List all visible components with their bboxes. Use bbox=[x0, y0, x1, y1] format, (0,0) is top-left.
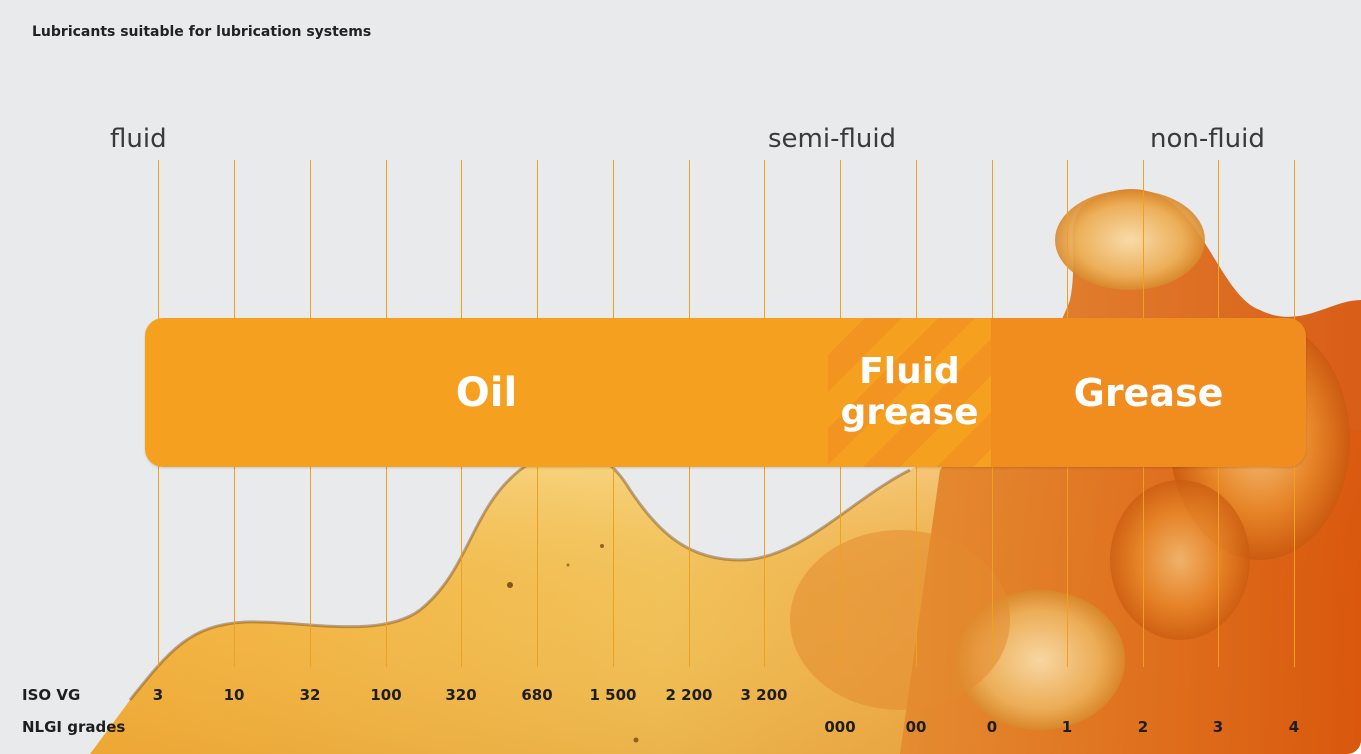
lubricant-type-bar: Oil Fluid grease Grease bbox=[145, 318, 1306, 467]
iso-vg-value: 3 bbox=[152, 686, 164, 704]
nlgi-grade-value: 1 bbox=[1061, 718, 1073, 736]
iso-vg-value: 32 bbox=[299, 686, 321, 704]
category-semi-fluid-label: semi-fluid bbox=[768, 124, 897, 154]
nlgi-grade-value: 3 bbox=[1212, 718, 1224, 736]
nlgi-grade-value: 2 bbox=[1137, 718, 1149, 736]
category-non-fluid-label: non-fluid bbox=[1150, 124, 1265, 154]
nlgi-grade-value: 000 bbox=[824, 718, 856, 736]
iso-vg-value: 680 bbox=[521, 686, 553, 704]
iso-vg-value: 100 bbox=[370, 686, 402, 704]
iso-vg-value: 320 bbox=[445, 686, 477, 704]
segment-fluid-grease-label-line1: Fluid bbox=[859, 351, 960, 393]
segment-fluid-grease: Fluid grease bbox=[828, 318, 991, 467]
nlgi-grade-value: 00 bbox=[905, 718, 927, 736]
iso-vg-value: 10 bbox=[223, 686, 245, 704]
segment-oil-label: Oil bbox=[455, 369, 518, 416]
nlgi-grade-value: 4 bbox=[1288, 718, 1300, 736]
segment-oil: Oil bbox=[145, 318, 828, 467]
iso-vg-value: 3 200 bbox=[740, 686, 788, 704]
iso-vg-row-label: ISO VG bbox=[22, 686, 81, 704]
segment-grease: Grease bbox=[991, 318, 1306, 467]
category-fluid-label: fluid bbox=[110, 124, 167, 154]
segment-fluid-grease-label-line2: grease bbox=[840, 391, 979, 433]
iso-vg-value: 1 500 bbox=[589, 686, 637, 704]
iso-vg-value: 2 200 bbox=[665, 686, 713, 704]
diagram-title: Lubricants suitable for lubrication syst… bbox=[32, 24, 372, 40]
nlgi-grade-value: 0 bbox=[986, 718, 998, 736]
segment-grease-label: Grease bbox=[1073, 370, 1224, 415]
nlgi-row-label: NLGI grades bbox=[22, 718, 126, 736]
